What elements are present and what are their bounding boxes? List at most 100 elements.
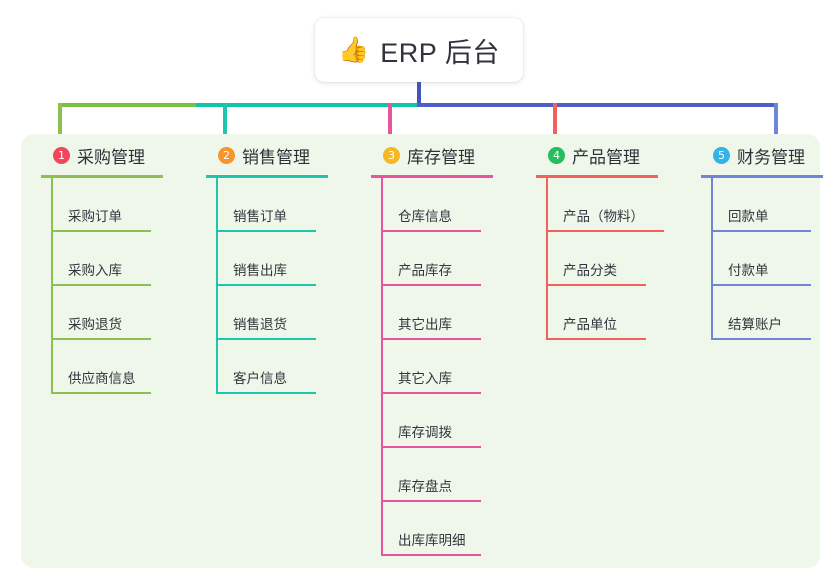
column-rule-5: [701, 175, 823, 178]
column-items-3: 仓库信息 产品库存 其它出库 其它入库 库存调拨 库存盘点: [381, 178, 517, 556]
item-rule: [51, 338, 151, 340]
list-item[interactable]: 销售出库: [216, 232, 352, 286]
column-title-1: 采购管理: [77, 147, 145, 167]
list-item[interactable]: 客户信息: [216, 340, 352, 394]
column-items-2: 销售订单 销售出库 销售退货 客户信息: [216, 178, 352, 394]
column-title-5: 财务管理: [737, 147, 805, 167]
item-rule: [546, 284, 646, 286]
item-label: 库存调拨: [398, 425, 452, 440]
item-rule: [381, 230, 481, 232]
column-badge-1: 1: [53, 146, 70, 164]
list-item[interactable]: 产品（物料）: [546, 178, 682, 232]
column-badge-5: 5: [713, 146, 730, 164]
column-header[interactable]: 5 财务管理: [697, 142, 839, 168]
drop-connector-col-3: [388, 103, 392, 141]
item-label: 库存盘点: [398, 479, 452, 494]
drop-connector-col-1: [58, 103, 62, 141]
item-label: 付款单: [728, 263, 769, 278]
column-purchase: 1 采购管理 采购订单 采购入库 采购退货 供应商信息: [37, 142, 187, 394]
item-rule: [381, 446, 481, 448]
column-badge-4: 4: [548, 146, 565, 164]
item-rule: [381, 284, 481, 286]
column-badge-3: 3: [383, 146, 400, 164]
item-label: 产品单位: [563, 317, 617, 332]
list-item[interactable]: 结算账户: [711, 286, 839, 340]
column-title-4: 产品管理: [572, 147, 640, 167]
column-rule-4: [536, 175, 658, 178]
list-item[interactable]: 仓库信息: [381, 178, 517, 232]
root-stem-connector: [417, 82, 421, 105]
item-label: 结算账户: [728, 317, 782, 332]
column-spine-2: [216, 178, 218, 394]
list-item[interactable]: 产品分类: [546, 232, 682, 286]
root-node-card[interactable]: 👍 ERP 后台: [315, 18, 523, 82]
column-inventory: 3 库存管理 仓库信息 产品库存 其它出库 其它入库 库存调拨: [367, 142, 517, 556]
column-title-2: 销售管理: [242, 147, 310, 167]
list-item[interactable]: 产品单位: [546, 286, 682, 340]
item-label: 产品（物料）: [563, 209, 644, 224]
item-label: 采购订单: [68, 209, 122, 224]
column-rule-2: [206, 175, 328, 178]
item-rule: [216, 392, 316, 394]
list-item[interactable]: 销售退货: [216, 286, 352, 340]
root-node-content: 👍 ERP 后台: [338, 31, 500, 70]
item-label: 产品分类: [563, 263, 617, 278]
item-label: 产品库存: [398, 263, 452, 278]
column-rule-3: [371, 175, 493, 178]
list-item[interactable]: 采购订单: [51, 178, 187, 232]
list-item[interactable]: 供应商信息: [51, 340, 187, 394]
item-rule: [381, 338, 481, 340]
item-label: 其它入库: [398, 371, 452, 386]
item-label: 供应商信息: [68, 371, 136, 386]
column-items-1: 采购订单 采购入库 采购退货 供应商信息: [51, 178, 187, 394]
column-spine-1: [51, 178, 53, 394]
item-label: 仓库信息: [398, 209, 452, 224]
item-rule: [216, 230, 316, 232]
list-item[interactable]: 库存调拨: [381, 394, 517, 448]
diagram-panel: [21, 134, 820, 568]
item-label: 回款单: [728, 209, 769, 224]
item-rule: [51, 284, 151, 286]
item-rule: [381, 392, 481, 394]
column-header[interactable]: 4 产品管理: [532, 142, 682, 168]
list-item[interactable]: 出库库明细: [381, 502, 517, 556]
column-spine-5: [711, 178, 713, 340]
item-label: 销售退货: [233, 317, 287, 332]
item-label: 出库库明细: [398, 533, 466, 548]
root-title: ERP 后台: [380, 37, 500, 68]
list-item[interactable]: 采购入库: [51, 232, 187, 286]
column-product: 4 产品管理 产品（物料） 产品分类 产品单位: [532, 142, 682, 340]
item-rule: [546, 338, 646, 340]
list-item[interactable]: 库存盘点: [381, 448, 517, 502]
list-item[interactable]: 采购退货: [51, 286, 187, 340]
drop-connector-col-5: [774, 103, 778, 141]
list-item[interactable]: 销售订单: [216, 178, 352, 232]
list-item[interactable]: 产品库存: [381, 232, 517, 286]
column-badge-2: 2: [218, 146, 235, 164]
column-items-5: 回款单 付款单 结算账户: [711, 178, 839, 340]
item-rule: [711, 230, 811, 232]
column-header[interactable]: 3 库存管理: [367, 142, 517, 168]
column-sales: 2 销售管理 销售订单 销售出库 销售退货 客户信息: [202, 142, 352, 394]
item-label: 采购入库: [68, 263, 122, 278]
item-rule: [381, 554, 481, 556]
column-header[interactable]: 1 采购管理: [37, 142, 187, 168]
item-rule: [51, 392, 151, 394]
list-item[interactable]: 其它入库: [381, 340, 517, 394]
connector-bar-segment-green: [58, 103, 198, 107]
item-rule: [381, 500, 481, 502]
item-label: 销售订单: [233, 209, 287, 224]
column-spine-4: [546, 178, 548, 340]
list-item[interactable]: 回款单: [711, 178, 839, 232]
drop-connector-col-4: [553, 103, 557, 141]
item-label: 采购退货: [68, 317, 122, 332]
column-header[interactable]: 2 销售管理: [202, 142, 352, 168]
item-rule: [216, 284, 316, 286]
drop-connector-col-2: [223, 103, 227, 141]
list-item[interactable]: 其它出库: [381, 286, 517, 340]
item-label: 客户信息: [233, 371, 287, 386]
item-rule: [51, 230, 151, 232]
thumbs-up-icon: 👍: [338, 35, 370, 64]
list-item[interactable]: 付款单: [711, 232, 839, 286]
